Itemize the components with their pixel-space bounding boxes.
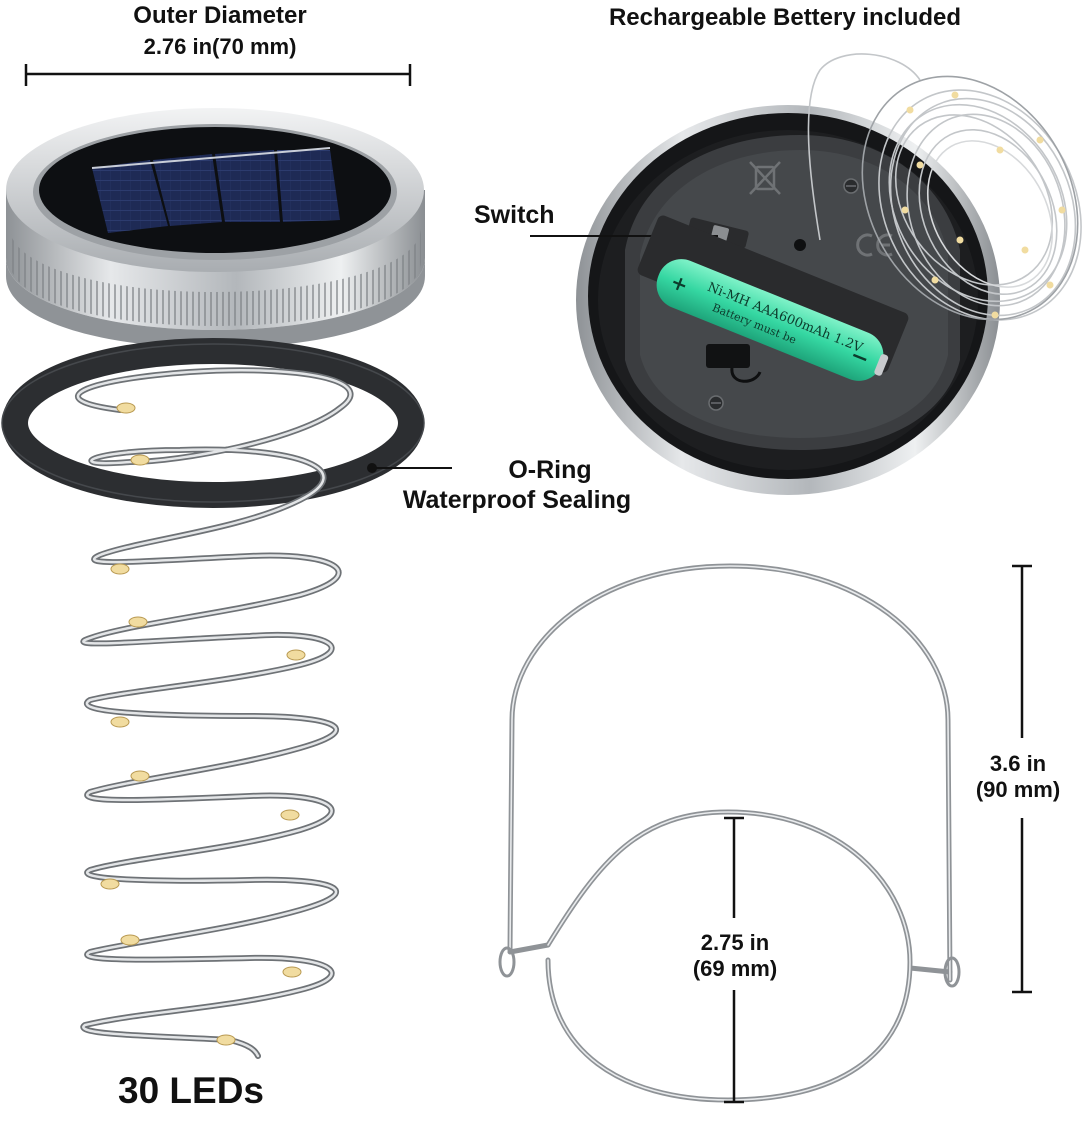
battery-included-title: Rechargeable Bettery included bbox=[608, 4, 962, 31]
ring-diameter-dimension bbox=[724, 816, 744, 1104]
ring-diameter-metric: (69 mm) bbox=[692, 956, 778, 981]
outer-diameter-value: 2.76 in(70 mm) bbox=[143, 34, 297, 59]
waterproof-sealing-label: Waterproof Sealing bbox=[402, 486, 632, 514]
solar-panel-icon bbox=[91, 147, 340, 233]
handle-height-value: 3.6 in bbox=[989, 751, 1047, 776]
lid-underside: + Ni-MH AAA600mAh 1.2V Battery must be − bbox=[530, 105, 1000, 495]
handle-height-metric: (90 mm) bbox=[975, 777, 1061, 802]
recycle-icon bbox=[749, 161, 781, 195]
led-count-label: 30 LEDs bbox=[118, 1070, 265, 1111]
outer-diameter-title: Outer Diameter bbox=[133, 2, 307, 29]
solar-lid bbox=[6, 108, 425, 348]
outer-diameter-dimension bbox=[24, 64, 412, 86]
switch-label: Switch bbox=[474, 201, 555, 229]
wire-bundle bbox=[807, 53, 1082, 321]
o-ring-gasket bbox=[1, 338, 452, 508]
oring-label: O-Ring bbox=[508, 456, 592, 484]
wire-hanger bbox=[498, 563, 961, 1103]
handle-height-dimension bbox=[1012, 564, 1032, 994]
ring-diameter-value: 2.75 in bbox=[700, 930, 770, 955]
led-string-coil bbox=[74, 367, 354, 1059]
